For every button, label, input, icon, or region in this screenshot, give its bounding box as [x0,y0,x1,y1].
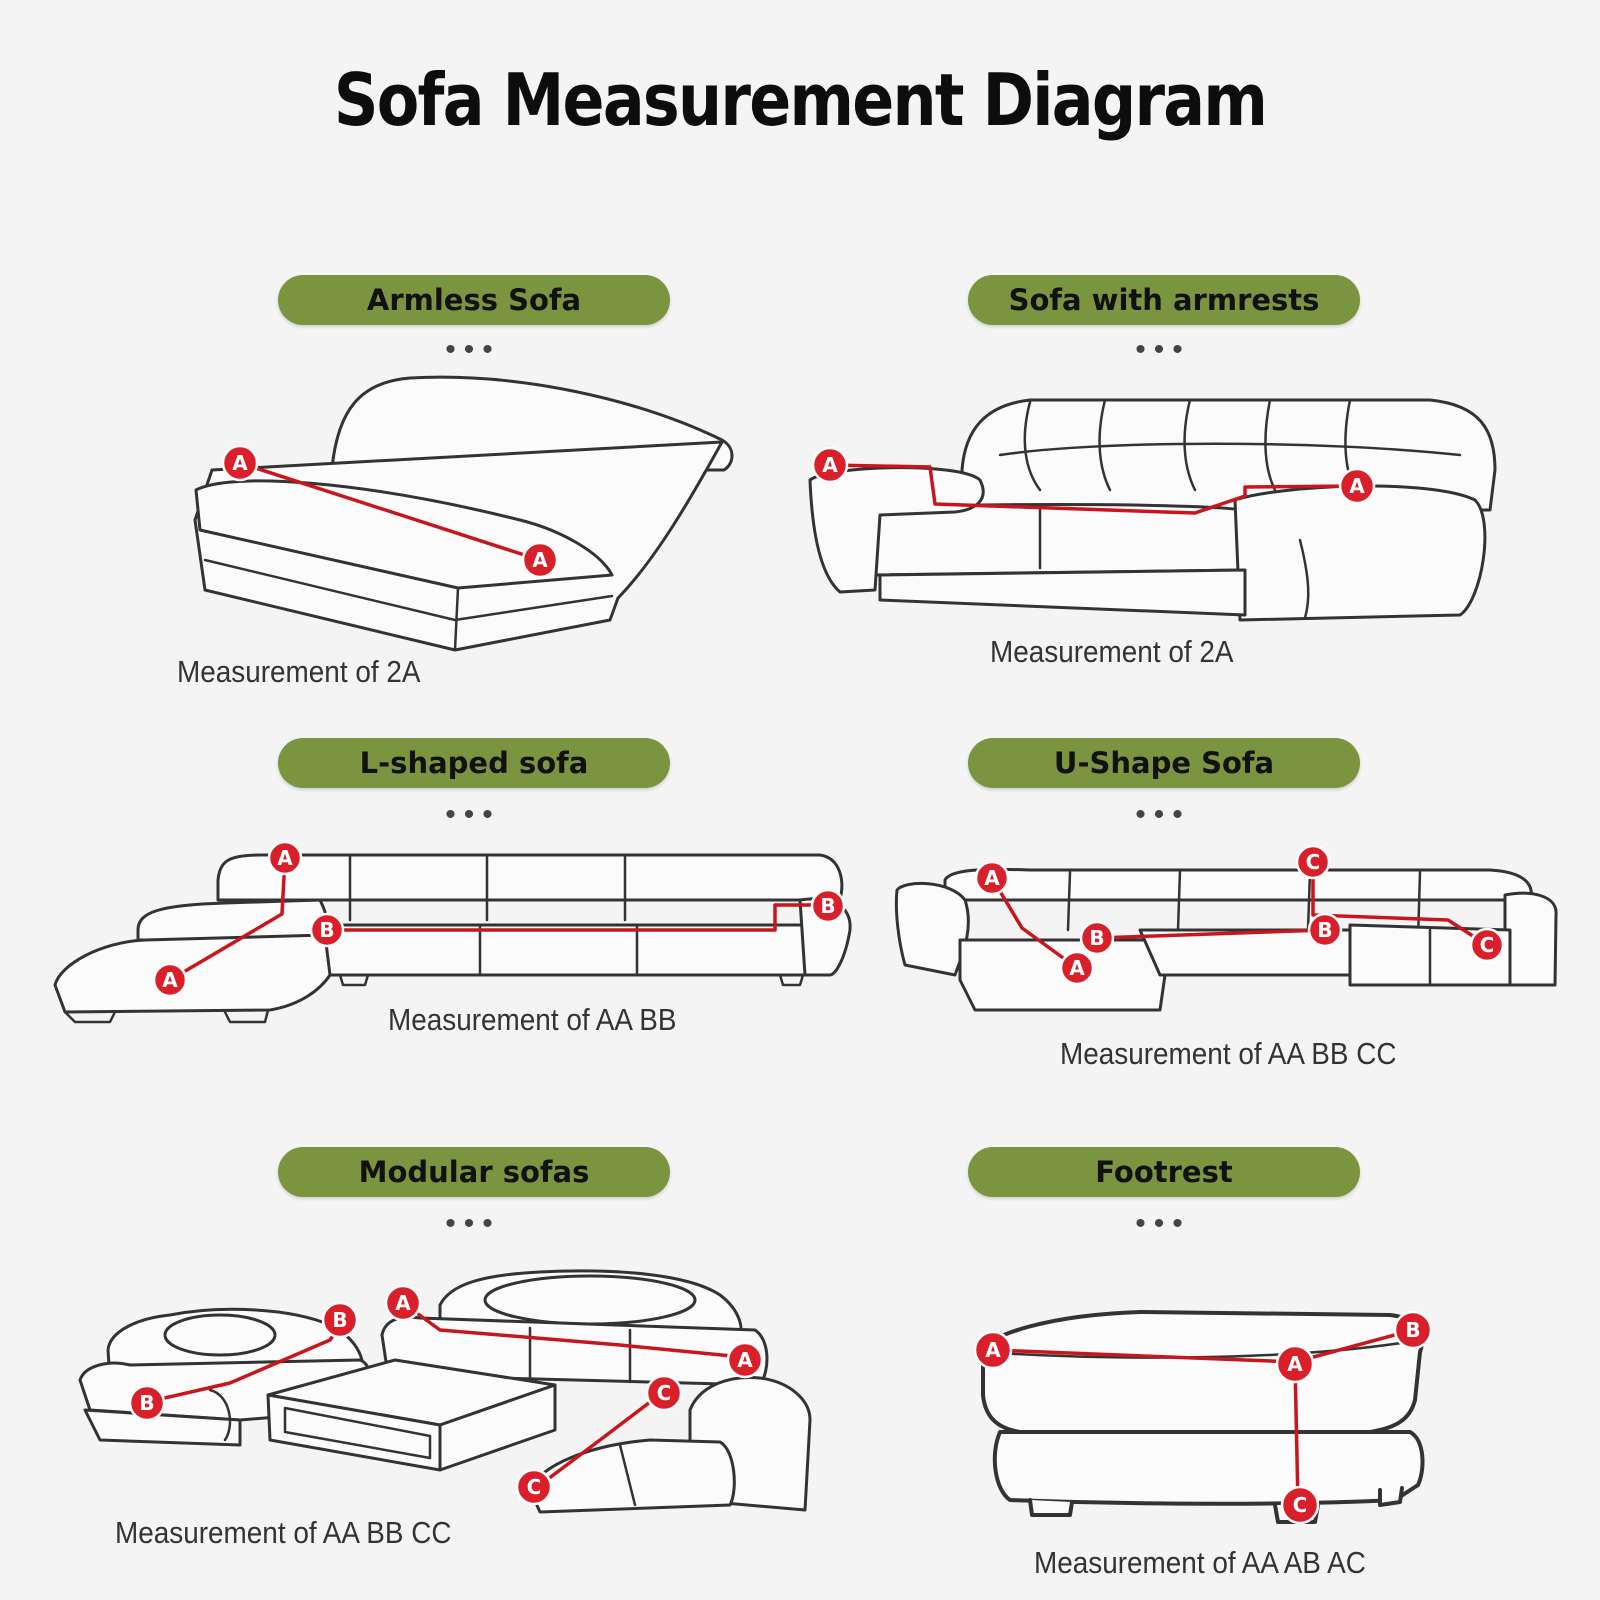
marker-a: A [521,541,559,579]
marker-b: B [1079,920,1115,956]
svg-text:A: A [1349,474,1365,498]
l-shaped-sofa-drawing: A A B B [53,840,852,1024]
marker-a: A [973,1330,1013,1370]
marker-c: C [645,1374,683,1412]
marker-a: A [1275,1344,1315,1384]
svg-text:A: A [1069,956,1085,980]
label-footrest: Footrest [968,1147,1360,1197]
marker-a: A [221,444,259,482]
marker-a: A [811,446,849,484]
marker-b: B [309,912,345,948]
footrest-drawing: A A B C [973,1310,1433,1525]
modular-sofas-drawing: B B A A C C [78,1269,812,1514]
marker-a: A [974,860,1010,896]
marker-a: A [152,962,188,998]
label-modular-sofas: Modular sofas [278,1147,670,1197]
svg-text:A: A [1287,1352,1303,1376]
marker-c: C [1469,927,1505,963]
marker-a: A [726,1341,764,1379]
marker-a: A [1338,467,1376,505]
svg-text:A: A [162,968,178,992]
svg-text:C: C [527,1475,542,1499]
caption-u-shape-sofa: Measurement of AA BB CC [1060,1036,1397,1071]
svg-text:C: C [1306,850,1321,874]
caption-l-shaped-sofa: Measurement of AA BB [388,1002,677,1037]
marker-b: B [810,888,846,924]
label-l-shaped-sofa: L-shaped sofa [278,738,670,788]
armless-sofa-drawing: A A [193,375,734,652]
u-shape-sofa-drawing: A A B B C C [894,844,1558,1012]
svg-text:B: B [1317,918,1332,942]
caption-modular-sofas: Measurement of AA BB CC [115,1515,452,1550]
caption-armless-sofa: Measurement of 2A [177,654,421,689]
label-armless-sofa: Armless Sofa [278,275,670,325]
sofa-with-armrests-drawing: A A [808,398,1497,622]
marker-b: B [321,1301,359,1339]
label-u-shape-sofa: U-Shape Sofa [968,738,1360,788]
marker-c: C [1280,1485,1320,1525]
svg-text:B: B [319,918,334,942]
caption-sofa-with-armrests: Measurement of 2A [990,634,1234,669]
svg-text:A: A [984,866,1000,890]
svg-text:A: A [822,453,838,477]
svg-text:A: A [395,1291,411,1315]
svg-text:B: B [1405,1318,1420,1342]
caption-footrest: Measurement of AA AB AC [1034,1545,1366,1580]
page-title: Sofa Measurement Diagram [333,58,1268,142]
svg-text:B: B [139,1391,154,1415]
svg-text:A: A [232,451,248,475]
marker-c: C [1295,844,1331,880]
marker-c: C [515,1468,553,1506]
svg-text:A: A [985,1338,1001,1362]
svg-text:C: C [1293,1493,1308,1517]
svg-text:C: C [657,1381,672,1405]
label-sofa-with-armrests: Sofa with armrests [968,275,1360,325]
marker-b: B [1307,912,1343,948]
svg-text:B: B [1089,926,1104,950]
marker-a: A [384,1284,422,1322]
marker-b: B [128,1384,166,1422]
svg-text:A: A [532,548,548,572]
svg-text:C: C [1480,933,1495,957]
svg-text:A: A [737,1348,753,1372]
svg-text:A: A [277,846,293,870]
svg-text:B: B [820,894,835,918]
marker-a: A [267,840,303,876]
marker-a: A [1059,950,1095,986]
marker-b: B [1393,1310,1433,1350]
svg-text:B: B [332,1308,347,1332]
